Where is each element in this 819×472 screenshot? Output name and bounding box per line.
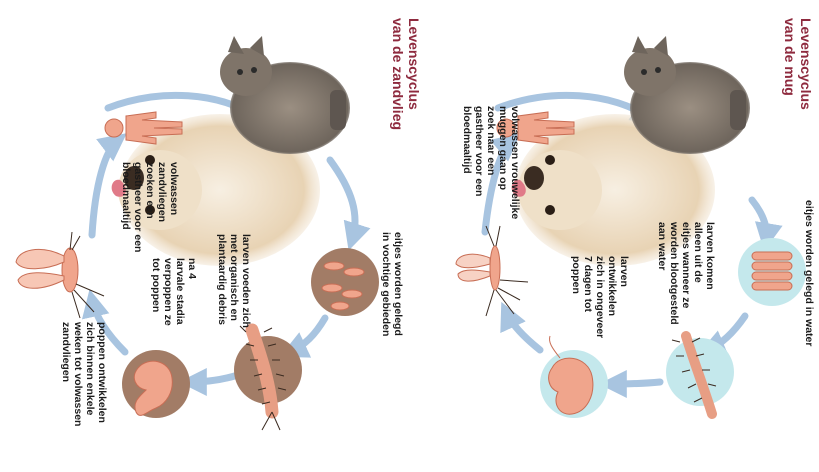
label-line: larven (618, 256, 630, 338)
label-line: plantaardig debris (216, 234, 228, 328)
label-line: aan water (656, 222, 668, 325)
cycle-arrow (506, 312, 540, 350)
mosquito-eggs-label: eitjes worden gelegd in water (803, 200, 815, 346)
label-line: gastheer voor een (473, 106, 485, 219)
cycle-arrow (290, 318, 325, 352)
title-line: Levenscyclus (406, 18, 422, 130)
label-line: eitjes worden gelegd (392, 232, 404, 336)
label-line: poppen (570, 256, 582, 338)
cycle-arrow (330, 160, 355, 240)
title-line: van de mug (782, 18, 798, 110)
mosquito-eggs (738, 238, 806, 306)
label-line: worden blootgesteld (668, 222, 680, 325)
label-line: zoek naar een (485, 106, 497, 219)
sandfly-larva (234, 326, 302, 430)
sandfly-adult-label: volwassen zandvliegen zoeken een gasthee… (120, 162, 180, 252)
sandfly-pupa (122, 350, 190, 418)
label-line: volwassen vrouwelijke (509, 106, 521, 219)
title-line: Levenscyclus (798, 18, 814, 110)
label-line: tot poppen (150, 258, 162, 326)
label-line: zandvliegen (156, 162, 168, 252)
label-line: verpoppen ze (162, 258, 174, 326)
cycle-arrow (190, 375, 238, 382)
cycle-arrow (752, 200, 766, 240)
label-line: poppen ontwikkelen (96, 322, 108, 426)
label-line: gastheer voor een (132, 162, 144, 252)
label-line: eitjes wanneer ze (680, 222, 692, 325)
title-line: van de zandvlieg (390, 18, 406, 130)
label-line: muggen gaan op (497, 106, 509, 219)
mosquito-adult (456, 226, 528, 316)
label-line: 7 dagen tot (582, 256, 594, 338)
sandfly-stages-label: na 4 larvale stadia verpoppen ze tot pop… (150, 258, 198, 326)
mosquito-pupa (540, 336, 608, 418)
mosquito-adult-label: volwassen vrouwelijke muggen gaan op zoe… (461, 106, 521, 219)
mosquito-larva (666, 336, 734, 414)
cycle-arrow (610, 382, 660, 384)
cat-illustration (624, 36, 750, 154)
label-line: bloedmaaltijd (461, 106, 473, 219)
label-line: weken tot volwassen (72, 322, 84, 426)
sandfly-pupae-label: poppen ontwikkelen zich binnen enkele we… (60, 322, 108, 426)
label-line: volwassen (168, 162, 180, 252)
label-line: larvale stadia (174, 258, 186, 326)
label-line: zich in ongeveer (594, 256, 606, 338)
sandfly-larvae-label: larven voeden zich met organisch en plan… (216, 234, 252, 328)
sandfly-eggs-label: eitjes worden gelegd in vochtige gebiede… (380, 232, 404, 336)
label-line: larven komen (704, 222, 716, 325)
label-line: larven voeden zich (240, 234, 252, 328)
label-line: alleen uit de (692, 222, 704, 325)
mosquito-pupae-label: larven ontwikkelen zich in ongeveer 7 da… (570, 256, 630, 338)
mosquito-larvae-label: larven komen alleen uit de eitjes wannee… (656, 222, 716, 325)
sandfly-title: Levenscyclus van de zandvlieg (390, 18, 422, 130)
label-line: bloedmaaltijd (120, 162, 132, 252)
label-line: zandvliegen (60, 322, 72, 426)
label-line: in vochtige gebieden (380, 232, 392, 336)
label-line: ontwikkelen (606, 256, 618, 338)
label-line: eitjes worden gelegd in water (803, 200, 815, 346)
mosquito-title: Levenscyclus van de mug (782, 18, 814, 110)
label-line: na 4 (186, 258, 198, 326)
label-line: zich binnen enkele (84, 322, 96, 426)
mosquito-cycle (456, 36, 806, 418)
label-line: met organisch en (228, 234, 240, 328)
sandfly-eggs (311, 248, 379, 316)
label-line: zoeken een (144, 162, 156, 252)
